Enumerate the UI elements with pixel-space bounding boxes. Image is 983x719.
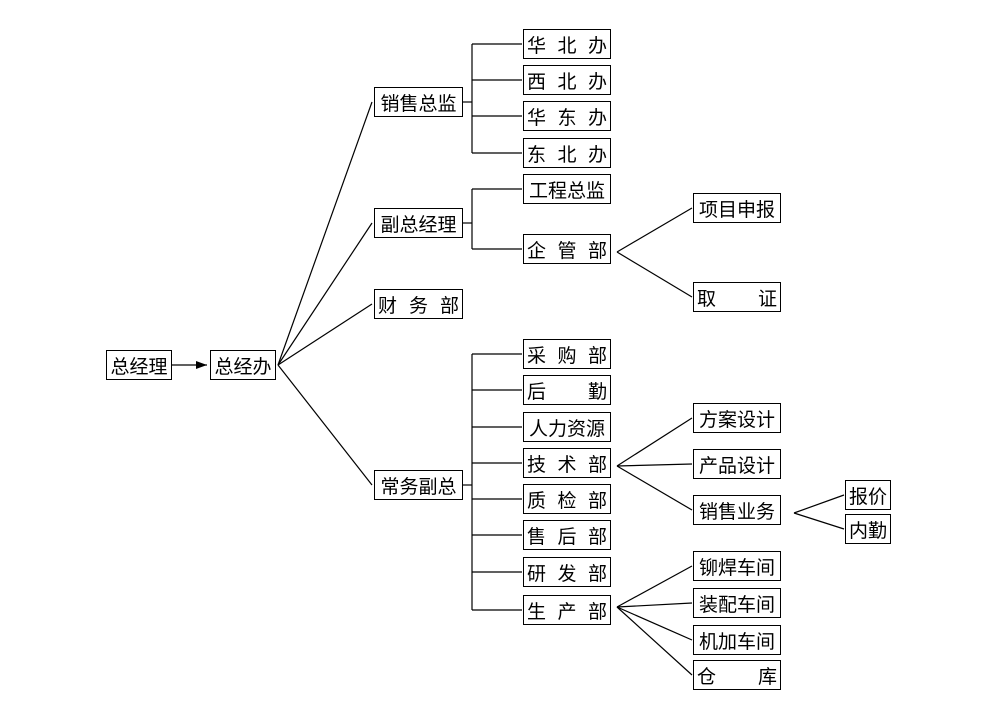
- node-internal-affairs: 内勤: [845, 514, 891, 544]
- node-general-manager: 总经理: [106, 350, 172, 380]
- label-char: 财: [378, 294, 398, 317]
- node-quotation: 报价: [845, 480, 891, 510]
- node-project-application: 项目申报: [693, 193, 781, 223]
- node-finance: 财务部: [374, 289, 463, 319]
- arrowhead: [196, 361, 207, 369]
- node-technical: 技术部: [523, 448, 611, 478]
- node-solution-design: 方案设计: [693, 403, 781, 433]
- node-warehouse: 仓库: [693, 660, 781, 690]
- node-sales-director: 销售总监: [374, 87, 463, 117]
- node-engineering-director: 工程总监: [523, 174, 611, 204]
- label-char: 务: [408, 294, 428, 317]
- node-quality: 质检部: [523, 484, 611, 514]
- node-welding-workshop: 铆焊车间: [693, 551, 781, 581]
- node-purchasing: 采购部: [523, 339, 611, 369]
- node-north-china-office: 华北办: [523, 29, 611, 59]
- node-product-design: 产品设计: [693, 449, 781, 479]
- node-machining-workshop: 机加车间: [693, 625, 781, 655]
- link-office-sales: [277, 101, 373, 366]
- node-certification: 取证: [693, 282, 781, 312]
- link-office-vp: [277, 222, 373, 366]
- node-northeast-office: 东北办: [523, 138, 611, 168]
- node-logistics: 后勤: [523, 375, 611, 405]
- node-after-sales: 售后部: [523, 520, 611, 550]
- node-human-resources: 人力资源: [523, 412, 611, 442]
- node-executive-vp: 常务副总: [374, 470, 463, 500]
- node-sales-business: 销售业务: [693, 495, 781, 525]
- node-gm-office: 总经办: [210, 350, 276, 380]
- node-rnd: 研发部: [523, 557, 611, 587]
- node-east-china-office: 华东办: [523, 101, 611, 131]
- link-office-ops: [277, 364, 373, 486]
- node-production: 生产部: [523, 595, 611, 625]
- node-northwest-office: 西北办: [523, 65, 611, 95]
- label-char: 部: [439, 294, 459, 317]
- node-assembly-workshop: 装配车间: [693, 588, 781, 618]
- node-enterprise-mgmt: 企管部: [523, 234, 611, 264]
- link-office-finance: [277, 303, 373, 366]
- node-deputy-gm: 副总经理: [374, 208, 463, 238]
